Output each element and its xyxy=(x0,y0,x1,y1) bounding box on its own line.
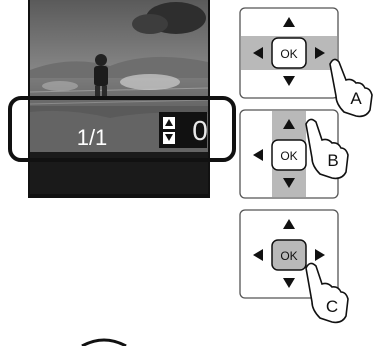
up-arrow-icon xyxy=(283,119,295,129)
up-arrow-icon xyxy=(283,219,295,229)
down-arrow-icon xyxy=(283,76,295,86)
callout-b: B xyxy=(327,151,338,170)
callout-a: A xyxy=(350,89,362,108)
dpad-panel-a: OK A xyxy=(239,7,373,118)
dpad-panel-c: OK C xyxy=(239,209,349,324)
lcd-screen: 0 1/1 xyxy=(28,0,210,198)
ok-button xyxy=(271,37,307,69)
ok-button-label: OK xyxy=(280,47,297,61)
callout-c: C xyxy=(326,297,338,316)
ok-button-label: OK xyxy=(280,249,297,263)
ok-button-highlighted xyxy=(271,239,307,271)
highlight-outline xyxy=(8,96,236,162)
left-arrow-icon xyxy=(253,149,263,161)
copies-spinner: 0 xyxy=(159,112,208,148)
left-arrow-icon xyxy=(253,47,263,59)
left-arrow-icon xyxy=(253,249,263,261)
photo-counter: 1/1 xyxy=(77,125,108,150)
ok-button xyxy=(271,139,307,171)
decorative-arc xyxy=(81,338,127,346)
child-figure xyxy=(94,54,108,100)
up-arrow-icon xyxy=(283,17,295,27)
right-arrow-icon xyxy=(315,47,325,59)
down-arrow-icon xyxy=(283,178,295,188)
down-arrow-icon xyxy=(283,278,295,288)
right-arrow-icon xyxy=(315,249,325,261)
ok-button-label: OK xyxy=(280,149,297,163)
dpad-panel-b: OK B xyxy=(239,109,349,199)
pointing-hand-icon xyxy=(305,262,349,324)
copies-value: 0 xyxy=(192,115,208,146)
pointing-hand-icon xyxy=(329,58,373,118)
pointing-hand-icon xyxy=(305,118,349,180)
